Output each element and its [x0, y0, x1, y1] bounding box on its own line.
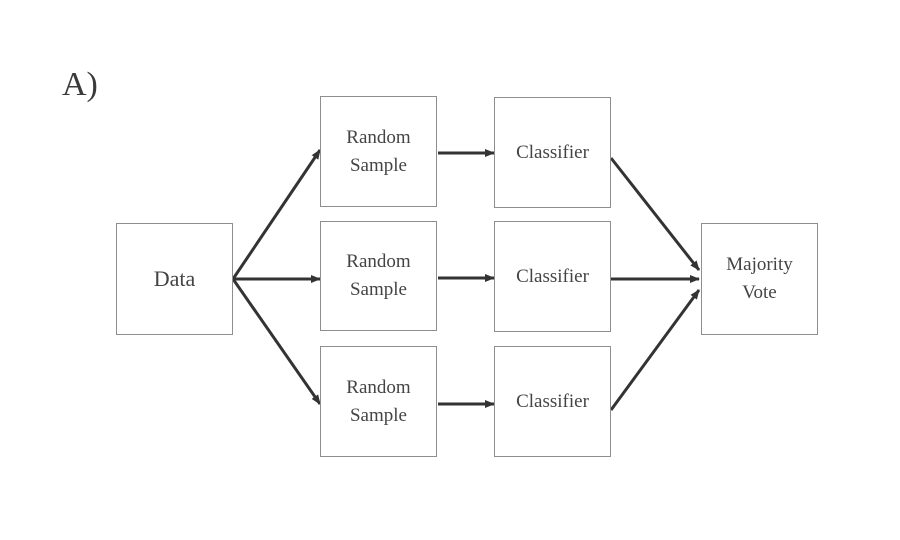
classifier-node-2: Classifier [494, 221, 611, 332]
arrow-data-to-sample-3 [231, 278, 322, 405]
classifier-label-2: Classifier [516, 265, 589, 287]
random-sample-label-2: Random Sample [346, 251, 411, 300]
classifier-node-3: Classifier [494, 346, 611, 457]
classifier-node-1: Classifier [494, 97, 611, 208]
classifier-label-3: Classifier [516, 390, 589, 412]
random-sample-node-2: Random Sample [320, 221, 437, 331]
panel-label: A) [62, 66, 98, 103]
arrow-classifier-3-to-vote [609, 289, 701, 411]
arrow-classifier-1-to-vote [609, 157, 701, 271]
random-sample-label-1: Random Sample [346, 126, 411, 176]
majority-vote-label: Majority Vote [726, 254, 793, 303]
random-sample-label-3: Random Sample [346, 376, 411, 426]
classifier-label-1: Classifier [516, 141, 589, 163]
data-node: Data [116, 223, 233, 335]
random-sample-node-3: Random Sample [320, 346, 437, 457]
majority-vote-node: Majority Vote [701, 223, 818, 335]
data-node-label: Data [153, 266, 196, 292]
random-sample-node-1: Random Sample [320, 96, 437, 207]
arrow-data-to-sample-1 [231, 149, 322, 280]
